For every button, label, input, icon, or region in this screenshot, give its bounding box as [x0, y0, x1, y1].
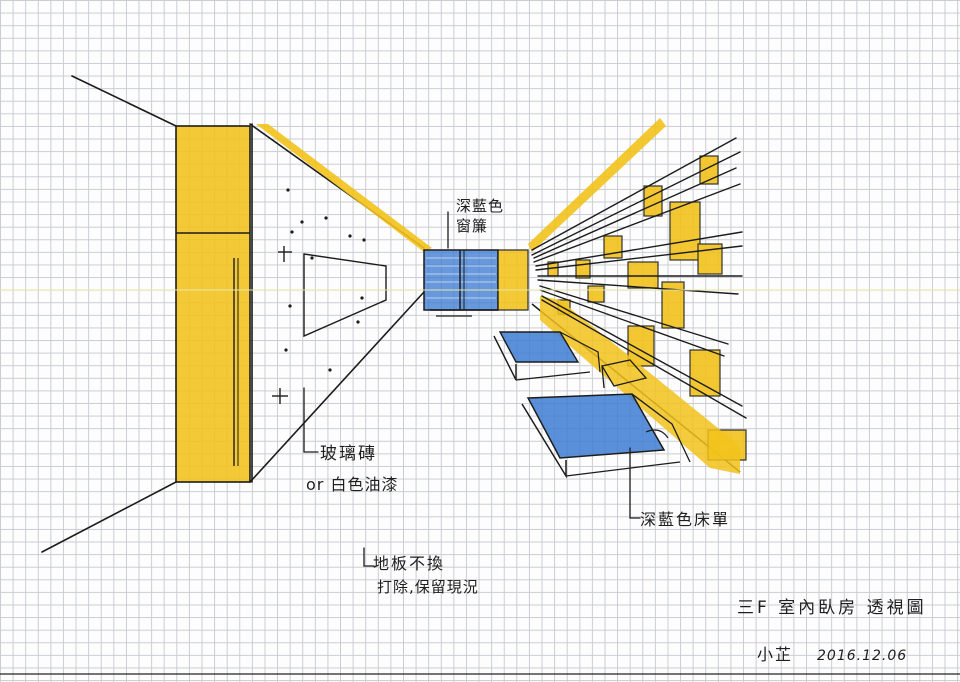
label-white-paint: or 白色油漆: [306, 475, 399, 494]
label-curtain-line1: 深藍色: [456, 197, 505, 215]
bed-near: [521, 393, 691, 479]
label-curtain-line2: 窗簾: [456, 217, 489, 235]
yellow-door-panel: [175, 125, 251, 483]
ceiling-yellow-strip-right: [528, 118, 666, 252]
leader-lines: [303, 211, 641, 567]
sheet-author: 小芷: [757, 645, 794, 664]
shelf-boards: [531, 137, 747, 419]
label-bedsheet: 深藍色床單: [640, 510, 731, 529]
label-glass-brick: 玻璃磚: [320, 444, 377, 464]
sheet-date: 2016.12.06: [817, 648, 908, 664]
bed-far: [493, 331, 601, 381]
low-yellow-cabinet: [540, 296, 740, 474]
label-floor-line1: 地板不換: [373, 554, 446, 573]
glass-brick-panel: [272, 246, 387, 404]
back-wall-yellow-block: [497, 249, 529, 311]
label-floor-line2: 打除,保留現況: [377, 578, 479, 596]
wall-dots: [284, 188, 366, 372]
sheet-title: 三F 室內臥房 透視圖: [737, 598, 927, 618]
back-window: [423, 249, 499, 317]
nightstand: [600, 359, 648, 389]
ceiling-yellow-strip-left: [256, 124, 432, 252]
